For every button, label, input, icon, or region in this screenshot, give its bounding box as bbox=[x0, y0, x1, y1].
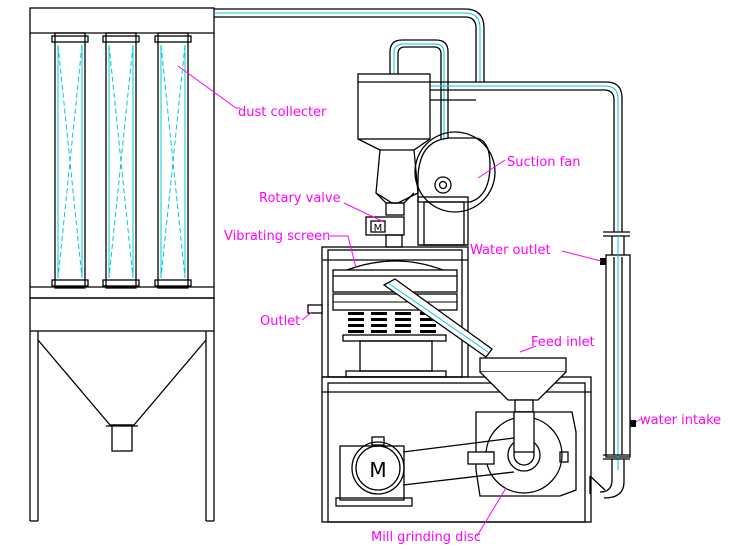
label-feed-inlet: Feed inlet bbox=[531, 335, 595, 350]
label-water-intake: water intake bbox=[640, 413, 721, 428]
dust-collector bbox=[29, 7, 215, 522]
leader-lines bbox=[177, 65, 642, 537]
filter-bags bbox=[51, 32, 192, 289]
label-outlet: Outlet bbox=[260, 314, 300, 329]
suction-fan bbox=[414, 131, 496, 246]
springs bbox=[348, 312, 436, 333]
rotary-valve-motor-marker: M bbox=[374, 223, 383, 234]
water-outlet-port bbox=[600, 258, 606, 265]
rotary-valve: M bbox=[365, 216, 405, 248]
label-dust-collector: dust collecter bbox=[238, 105, 327, 120]
label-suction-fan: Suction fan bbox=[507, 155, 580, 170]
label-water-outlet: Water outlet bbox=[470, 243, 551, 258]
cyclone-separator bbox=[357, 73, 431, 216]
water-cooling-column bbox=[589, 231, 636, 499]
main-motor: M bbox=[335, 436, 515, 507]
water-intake-port bbox=[630, 420, 636, 427]
collector-hopper bbox=[29, 297, 215, 522]
main-motor-marker: M bbox=[369, 458, 386, 482]
vibrating-screen-unit bbox=[307, 246, 493, 378]
label-vibrating-screen: Vibrating screen bbox=[224, 229, 330, 244]
mill bbox=[475, 411, 577, 497]
labels: dust collecter Suction fan Rotary valve … bbox=[224, 105, 721, 545]
feed-inlet bbox=[479, 357, 567, 413]
label-rotary-valve: Rotary valve bbox=[259, 191, 341, 206]
air-pipes bbox=[214, 8, 623, 232]
label-mill-grinding-disc: Mill grinding disc bbox=[371, 530, 481, 545]
